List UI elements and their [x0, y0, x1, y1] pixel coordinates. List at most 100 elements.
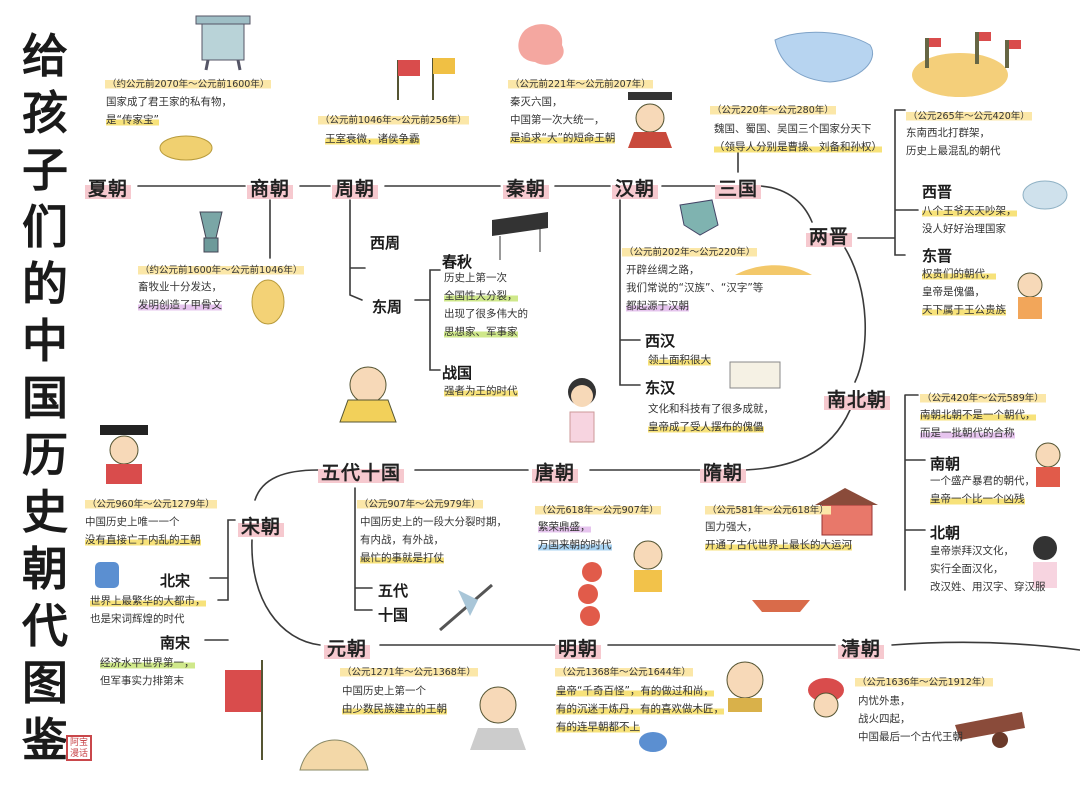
bronze-horse-icon: [679, 199, 719, 236]
title-char: 们: [22, 200, 68, 254]
note-wudai: 中国历史上的一段大分裂时期， 有内战，有外战， 最忙的事就是打仗: [360, 513, 507, 567]
note-line: 历史上最混乱的朝代: [906, 145, 1001, 157]
note-line: 权贵们的朝代，: [922, 268, 996, 280]
note-line: 战火四起，: [858, 713, 911, 725]
note-line: 最忙的事就是打仗: [360, 552, 444, 564]
mongol-icon: [470, 686, 526, 750]
child-icon: [568, 378, 596, 443]
battle-crowd-icon: [912, 32, 1021, 97]
note-nanchao: 一个盛产暴君的朝代， 皇帝一个比一个凶残: [930, 472, 1035, 508]
note-line: 发明创造了甲骨文: [138, 299, 222, 311]
note-line: 但军事实力排第末: [100, 675, 184, 687]
sub-beichao: 北朝: [930, 524, 961, 542]
note-line: 强者为王的时代: [444, 385, 518, 397]
note-zhanguo: 强者为王的时代: [444, 382, 518, 400]
dynasty-wudai: 五代十国: [318, 458, 405, 485]
note-line: 也是宋词辉煌的时代: [90, 613, 185, 625]
note-line: 皇帝成了受人摆布的傀儡: [648, 421, 764, 433]
note-xihan: 领土面积很大: [648, 351, 711, 369]
note-line: 中国历史上第一个: [342, 685, 426, 697]
note-line: 中国第一次大统一，: [510, 114, 605, 126]
sub-shiguo: 十国: [378, 606, 409, 624]
note-nansong: 经济水平世界第一， 但军事实力排第末: [100, 654, 195, 690]
note-beisong: 世界上最繁华的大都市， 也是宋词辉煌的时代: [90, 592, 206, 628]
note-line: 文化和科技有了很多成就，: [648, 403, 774, 415]
bronze-goblet-icon: [199, 211, 223, 253]
note-line: 繁荣鼎盛，: [538, 521, 591, 533]
date-qing: （公元1636年～公元1912年）: [855, 674, 993, 688]
dynasty-liangjin: 两晋: [806, 222, 853, 249]
note-nanbeichao: 南朝北朝不是一个朝代， 而是一批朝代的合称: [920, 406, 1036, 442]
lanterns-icon: [578, 562, 602, 626]
ming-emperor-icon: [726, 661, 764, 712]
branch-wudai: [354, 487, 373, 611]
note-line: 思想家、军事家: [444, 326, 518, 338]
date-sui: （公元581年～公元618年）: [705, 502, 831, 516]
emperor-qin-icon: [628, 92, 672, 148]
branch-zhou: [349, 199, 441, 371]
note-line: 没人好好治理国家: [922, 223, 1006, 235]
branch-nanbeichao: [904, 394, 926, 591]
note-line: 国家成了君王家的私有物，: [106, 96, 232, 108]
note-line: 皇帝崇拜汉文化，: [930, 545, 1014, 557]
note-donghan: 文化和科技有了很多成就， 皇帝成了受人摆布的傀儡: [648, 400, 774, 436]
dynasty-yuan: 元朝: [324, 634, 371, 661]
china-map-icon: [774, 31, 873, 83]
note-line: （领导人分别是曹操、刘备和孙权）: [714, 141, 882, 153]
sub-xizhou: 西周: [370, 234, 401, 252]
clouds-icon: [1022, 180, 1068, 210]
date-qin: （公元前221年～公元前207年）: [508, 76, 653, 90]
note-line: 万国来朝的时代: [538, 539, 612, 551]
author-seal: 阿宝漫话: [66, 735, 92, 761]
title-char: 子: [22, 143, 68, 197]
yurt-icon: [299, 739, 369, 771]
note-line: 是追求“大”的短命王朝: [510, 132, 616, 144]
note-sanguo: 魏国、蜀国、吴国三个国家分天下 （领导人分别是曹操、刘备和孙权）: [714, 120, 882, 156]
link-liangjin-nanbeichao: [844, 247, 867, 383]
branch-han: [619, 199, 641, 386]
branch-song: [204, 519, 236, 641]
jade-disc-icon: [159, 135, 213, 161]
sub-zhanguo: 战国: [442, 364, 473, 382]
sub-nanchao: 南朝: [930, 455, 961, 473]
note-xia: 国家成了君王家的私有物， 是“传家宝”: [106, 93, 232, 129]
title-char: 中: [22, 314, 68, 368]
note-qin: 秦灭六国， 中国第一次大统一， 是追求“大”的短命王朝: [510, 93, 616, 147]
note-ming: 皇帝“千奇百怪”，有的做过和尚， 有的沉迷于炼丹，有的喜欢做木匠， 有的连早朝都…: [556, 682, 724, 736]
note-han: 开辟丝绸之路， 我们常说的“汉族”、“汉字”等 都起源于汉朝: [626, 261, 763, 315]
note-line: 畜牧业十分发达，: [138, 281, 222, 293]
note-line: 都起源于汉朝: [626, 300, 689, 312]
timeline-bottom: [379, 641, 1080, 651]
date-tang: （公元618年～公元907年）: [535, 502, 661, 516]
note-line: 秦灭六国，: [510, 96, 563, 108]
note-line: 经济水平世界第一，: [100, 657, 195, 669]
title-char: 史: [22, 485, 68, 539]
confucius-icon: [339, 366, 397, 423]
date-wudai: （公元907年～公元979年）: [357, 496, 483, 510]
note-song: 中国历史上唯一一个 没有直接亡于内乱的王朝: [85, 513, 201, 549]
note-line: 而是一批朝代的合称: [920, 427, 1015, 439]
note-line: 中国最后一个古代王朝: [858, 731, 963, 743]
beichao-child-icon: [1033, 536, 1057, 588]
note-line: 我们常说的“汉族”、“汉字”等: [626, 282, 764, 294]
note-beichao: 皇帝崇拜汉文化， 实行全面汉化， 改汉姓、用汉字、穿汉服: [930, 542, 1046, 596]
date-nanbeichao: （公元420年～公元589年）: [920, 390, 1046, 404]
note-line: 东南西北打群架，: [906, 127, 990, 139]
note-sui: 国力强大， 开通了古代世界上最长的大运河: [705, 518, 852, 554]
note-line: 国力强大，: [705, 521, 758, 533]
note-line: 没有直接亡于内乱的王朝: [85, 534, 201, 546]
note-line: 领土面积很大: [648, 354, 711, 366]
dynasty-qin: 秦朝: [503, 174, 550, 201]
title-char: 给: [22, 29, 68, 83]
note-line: 一个盛产暴君的朝代，: [930, 475, 1035, 487]
note-line: 有的连早朝都不上: [556, 721, 640, 733]
title-char: 孩: [22, 86, 68, 140]
dynasty-tang: 唐朝: [532, 458, 579, 485]
dynasty-ming: 明朝: [555, 634, 602, 661]
note-line: 开通了古代世界上最长的大运河: [705, 539, 852, 551]
note-line: 南朝北朝不是一个朝代，: [920, 409, 1036, 421]
dynasty-nanbeichao: 南北朝: [824, 385, 891, 412]
note-line: 八个王爷天天吵架，: [922, 205, 1017, 217]
noble-man-icon: [1035, 442, 1061, 487]
